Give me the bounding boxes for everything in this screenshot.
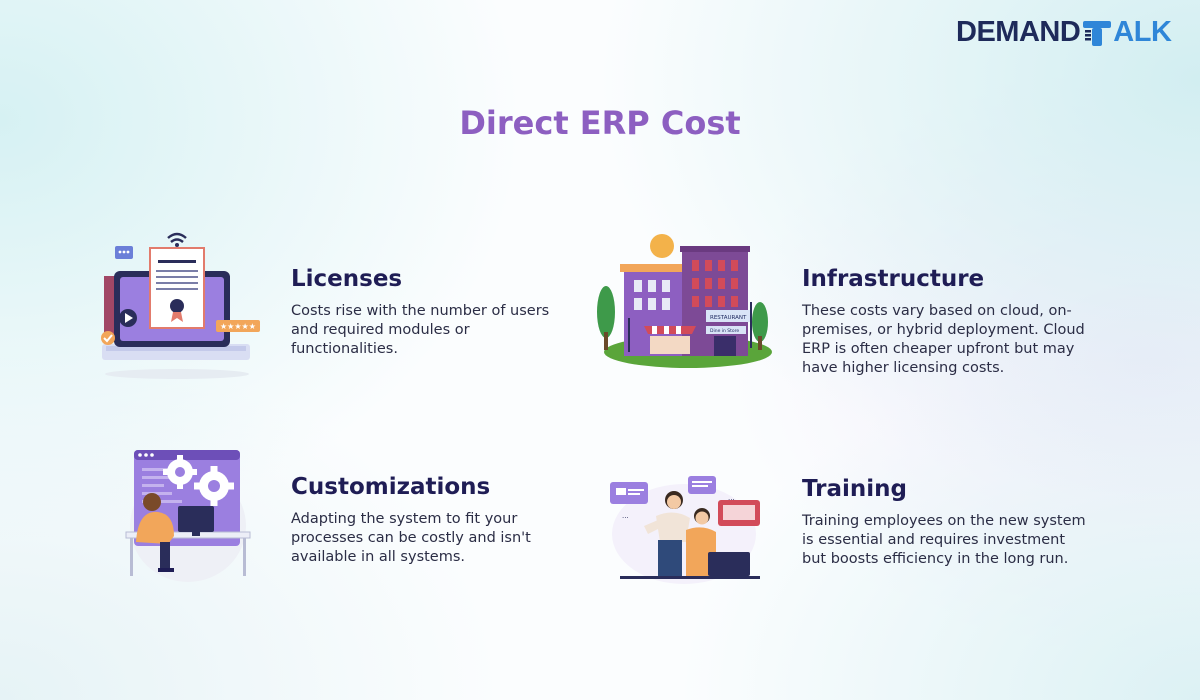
training-text: Training employees on the new system is …	[802, 513, 1086, 567]
licenses-card: Licenses Costs rise with the number of u…	[291, 266, 551, 359]
infrastructure-heading: Infrastructure	[802, 266, 985, 292]
developer-gears-icon	[118, 446, 258, 591]
logo-text-talk: ALK	[1113, 16, 1172, 48]
licenses-text: Costs rise with the number of users and …	[291, 303, 550, 357]
logo-t-icon	[1082, 19, 1112, 47]
certificate-laptop-icon: ★★★★★	[92, 226, 262, 387]
training-people-icon: ... ...	[604, 472, 764, 589]
customizations-heading: Customizations	[291, 474, 491, 500]
svg-text:★★★★★: ★★★★★	[220, 322, 256, 331]
training-heading: Training	[802, 476, 908, 502]
licenses-heading: Licenses	[291, 266, 403, 292]
svg-text:...: ...	[622, 512, 629, 520]
page-title: Direct ERP Cost	[459, 104, 741, 142]
customizations-card: Customizations Adapting the system to fi…	[291, 474, 561, 567]
restaurant-sign: RESTAURANT	[710, 315, 747, 321]
infrastructure-text: These costs vary based on cloud, on-prem…	[802, 303, 1085, 376]
buildings-icon: RESTAURANT Dine in Store	[594, 232, 776, 377]
svg-text:...: ...	[728, 494, 735, 502]
customizations-text: Adapting the system to fit your processe…	[291, 511, 531, 565]
dine-in-sign: Dine in Store	[710, 328, 739, 334]
training-card: Training Training employees on the new s…	[802, 476, 1092, 569]
demandtalk-logo: DEMAND ALK	[956, 16, 1172, 49]
infrastructure-card: Infrastructure These costs vary based on…	[802, 266, 1102, 378]
logo-text-demand: DEMAND	[956, 16, 1081, 48]
